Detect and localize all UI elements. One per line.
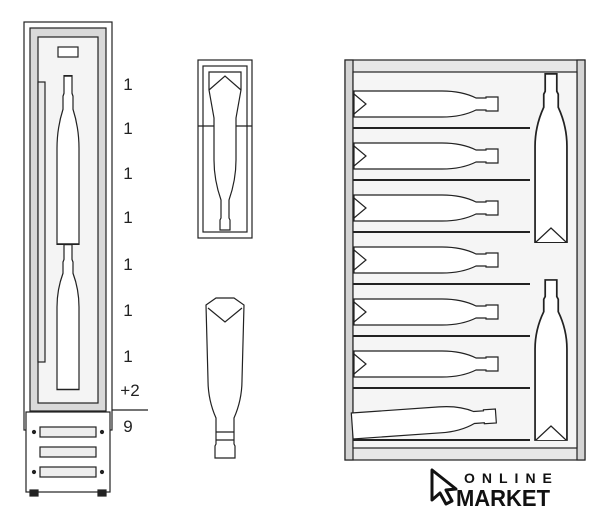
vent-slot — [39, 466, 97, 478]
screw — [99, 429, 105, 435]
bottle-punt — [353, 249, 367, 271]
cabinet-wall — [344, 59, 354, 461]
total-count: 9 — [123, 417, 132, 436]
shelf-count: 1 — [123, 75, 132, 94]
shelf-count: 1 — [123, 301, 132, 320]
bottle-inverted-loose — [205, 297, 245, 459]
onlinemarket-logo: ONLINE MARKET — [430, 468, 559, 511]
bottle-punt — [535, 425, 567, 441]
extra-count: +2 — [120, 381, 139, 400]
vent-slot — [39, 426, 97, 438]
shelves — [353, 127, 530, 441]
bottle-inverted-tray — [208, 71, 242, 231]
screw — [99, 469, 105, 475]
shelf-count: 1 — [123, 347, 132, 366]
bottle-punt — [353, 353, 367, 375]
bottle-punt — [353, 145, 367, 167]
shelf-count: 1 — [123, 255, 132, 274]
vent-slot — [39, 446, 97, 458]
bottle-punt — [208, 75, 242, 91]
cooler-foot — [29, 489, 39, 497]
bottle-punt — [353, 197, 367, 219]
screw — [31, 429, 37, 435]
door-handle — [37, 81, 46, 363]
cursor-icon — [430, 468, 458, 506]
cooler-front-view — [23, 21, 113, 497]
cabinet-cross-section — [344, 59, 586, 461]
shelf-count: 1 — [123, 208, 132, 227]
shelf-counts: 1 1 1 1 1 1 1 +2 9 — [112, 75, 148, 436]
bottle-punt — [353, 301, 367, 323]
cabinet-wall — [576, 59, 586, 461]
cooler-foot — [97, 489, 107, 497]
shelf-count: 1 — [123, 119, 132, 138]
control-panel — [57, 46, 79, 58]
bottle-punts — [353, 93, 367, 375]
tray-inner — [202, 65, 248, 233]
shelf-count: 1 — [123, 164, 132, 183]
screw — [31, 469, 37, 475]
logo-top-text: ONLINE — [464, 470, 559, 486]
logo-bottom-text: MARKET — [456, 485, 550, 511]
bottle-punt — [353, 93, 367, 115]
bottle-punt — [535, 227, 567, 243]
shelf-detail — [197, 59, 253, 459]
vertical-bottles — [534, 73, 568, 441]
bottle-punt — [207, 307, 243, 323]
